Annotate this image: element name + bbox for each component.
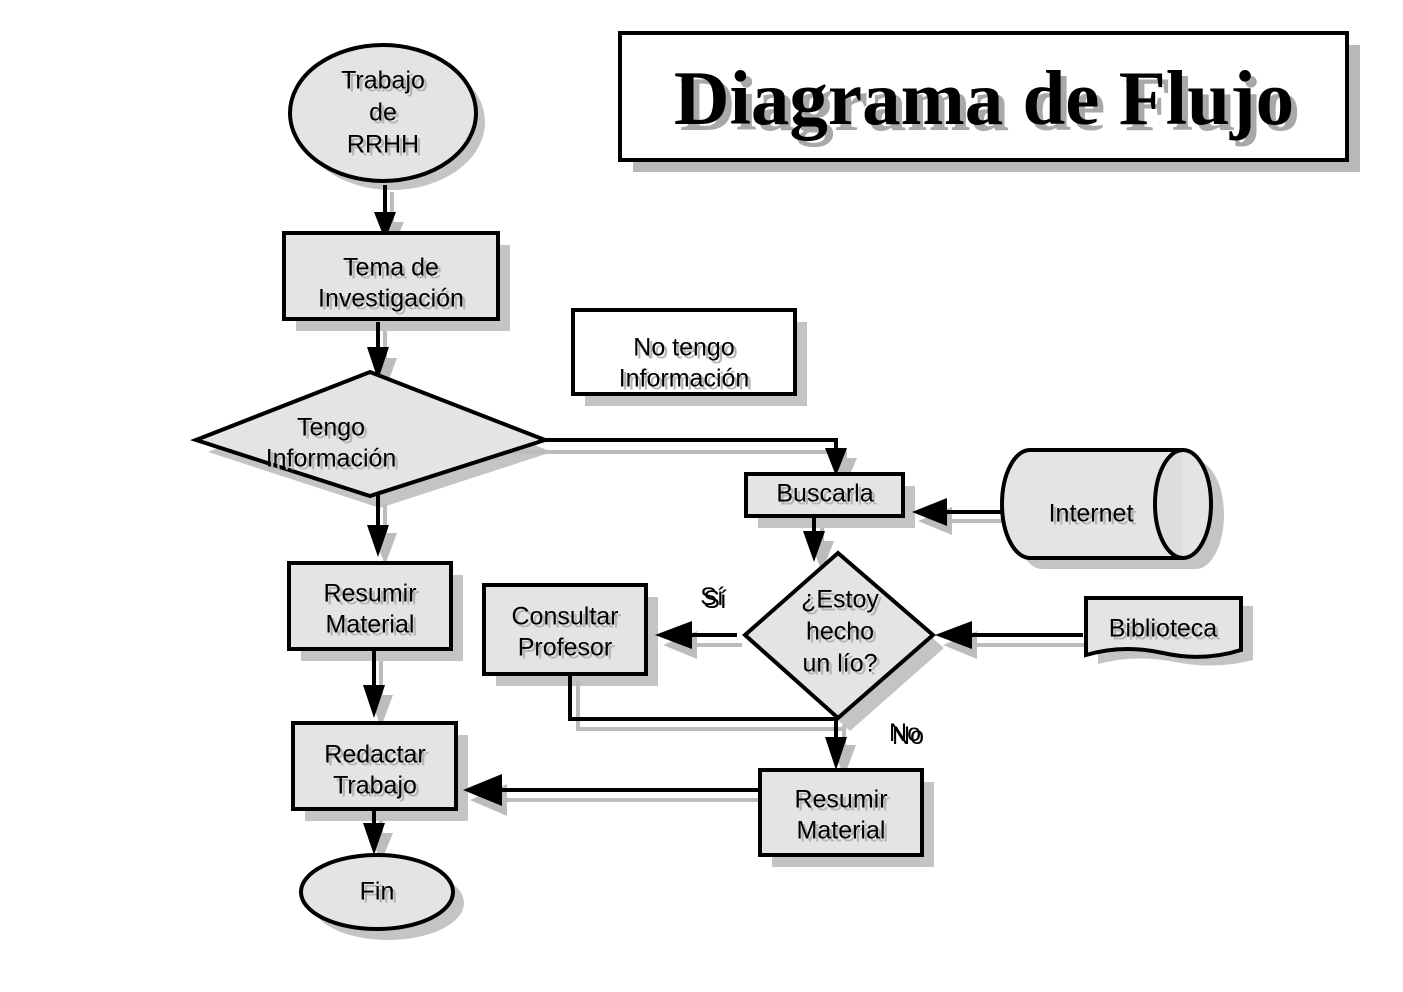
redactar-line-1-shadow: Redactar	[327, 744, 428, 772]
database-cap-internet	[1153, 448, 1184, 560]
no-tengo-line-2: Información	[619, 365, 750, 393]
internet-label-shadow: Internet	[1052, 503, 1137, 531]
tema-line-1: Tema de	[343, 254, 439, 282]
node-consultar-profesor[interactable]: Consultar Profesor Consultar Profesor	[482, 583, 648, 676]
node-tengo-informacion[interactable]: Tengo Información Tengo Información	[190, 369, 551, 499]
terminator-shape-inicio	[288, 43, 478, 183]
node-inicio[interactable]: Trabajo de RRHH Trabajo de RRHH	[288, 43, 478, 183]
arrowhead-resumirizq-redactar	[363, 685, 385, 718]
arrowhead-biblioteca-estoylio	[935, 621, 972, 649]
edge-label-si-shadow: Sí	[703, 586, 727, 614]
tengo-line-1: Tengo	[297, 414, 365, 442]
consultar-line-1: Consultar	[512, 603, 619, 631]
tengo-line-2: Información	[266, 445, 397, 473]
edge-label-layer: Sí Sí No No	[700, 583, 924, 750]
internet-label: Internet	[1049, 500, 1134, 528]
resumir-der-line-1: Resumir	[794, 786, 887, 814]
no-tengo-line-2-shadow: Información	[622, 368, 753, 396]
edge-label-no: No	[889, 719, 921, 747]
connector-layer	[363, 185, 1083, 855]
consultar-line-2-shadow: Profesor	[521, 637, 615, 665]
page-title: Diagrama de Flujo	[674, 55, 1294, 141]
edge-label-no-shadow: No	[892, 722, 924, 750]
node-internet[interactable]: Internet Internet	[1000, 448, 1213, 560]
consultar-line-2: Profesor	[518, 634, 612, 662]
resumir-izq-line-2: Material	[326, 611, 415, 639]
arrowhead-buscarla-estoylio	[803, 531, 825, 562]
redactar-line-2-shadow: Trabajo	[336, 775, 420, 803]
inicio-line-2-shadow: de	[372, 102, 400, 130]
consultar-line-1-shadow: Consultar	[515, 606, 622, 634]
arrowhead-internet-buscarla	[912, 498, 947, 526]
node-resumir-material-derecha[interactable]: Resumir Material Resumir Material	[758, 768, 924, 857]
arrowhead-estoylio-consultar	[655, 621, 692, 649]
arrowhead-estoylio-resumirder	[825, 737, 847, 770]
node-redactar-trabajo[interactable]: Redactar Trabajo Redactar Trabajo	[291, 721, 458, 811]
node-estoy-hecho-un-lio[interactable]: ¿Estoy hecho un lío? ¿Estoy hecho un lío…	[741, 550, 937, 721]
arrowhead-tema-tengo	[367, 347, 389, 380]
estoylio-line-3: un lío?	[802, 650, 877, 678]
arrowhead-redactar-fin	[363, 823, 385, 855]
node-buscarla[interactable]: Buscarla Buscarla	[744, 472, 905, 518]
node-biblioteca[interactable]: Biblioteca Biblioteca	[1084, 596, 1243, 659]
resumir-der-line-2: Material	[797, 817, 886, 845]
process-shape-resumir-der	[758, 768, 924, 857]
resumir-der-line-2-shadow: Material	[800, 820, 889, 848]
buscarla-label-shadow: Buscarla	[779, 483, 876, 511]
tema-line-2-shadow: Investigación	[321, 288, 467, 316]
terminator-shape-fin	[299, 853, 455, 931]
process-shape-buscarla	[744, 472, 905, 518]
document-shape-biblioteca	[1084, 596, 1243, 659]
fin-label: Fin	[360, 878, 395, 906]
node-fin[interactable]: Fin Fin	[299, 853, 455, 931]
note-shape-no-tengo	[571, 308, 797, 396]
estoylio-line-2: hecho	[806, 618, 874, 646]
fin-label-shadow: Fin	[363, 881, 398, 909]
inicio-line-1-shadow: Trabajo	[344, 70, 428, 98]
edge-label-si: Sí	[700, 583, 724, 611]
biblioteca-label-shadow: Biblioteca	[1112, 618, 1220, 646]
inicio-line-3: RRHH	[347, 131, 419, 159]
arrowhead-tengo-buscarla	[825, 448, 847, 476]
no-tengo-line-1-shadow: No tengo	[636, 337, 737, 365]
biblioteca-label: Biblioteca	[1109, 615, 1217, 643]
redactar-line-1: Redactar	[324, 741, 425, 769]
process-shape-redactar	[291, 721, 458, 811]
decision-shape-estoy-lio	[741, 550, 937, 721]
resumir-izq-line-1: Resumir	[323, 580, 416, 608]
tengo-line-2-shadow: Información	[269, 448, 400, 476]
estoylio-line-3-shadow: un lío?	[805, 653, 880, 681]
resumir-izq-line-1-shadow: Resumir	[326, 583, 419, 611]
inicio-line-2: de	[369, 99, 397, 127]
no-tengo-line-1: No tengo	[633, 334, 734, 362]
arrowhead-tengo-resumir	[367, 525, 389, 557]
buscarla-label: Buscarla	[776, 480, 873, 508]
estoylio-line-2-shadow: hecho	[809, 621, 877, 649]
estoylio-line-1: ¿Estoy	[801, 586, 879, 614]
resumir-izq-line-2-shadow: Material	[329, 614, 418, 642]
estoylio-line-1-shadow: ¿Estoy	[804, 589, 882, 617]
inicio-line-1: Trabajo	[341, 67, 425, 95]
process-shape-resumir-izq	[287, 561, 453, 651]
title-box: Diagrama de Flujo Diagrama de Flujo	[618, 31, 1349, 162]
resumir-der-line-1-shadow: Resumir	[797, 789, 890, 817]
node-resumir-material-izquierda[interactable]: Resumir Material Resumir Material	[287, 561, 453, 651]
arrowhead-resumirder-redactar	[463, 774, 502, 806]
process-shape-tema	[282, 231, 500, 321]
inicio-line-3-shadow: RRHH	[350, 134, 422, 162]
tengo-line-1-shadow: Tengo	[300, 417, 368, 445]
edge-consultar-estoylio	[568, 672, 836, 721]
redactar-line-2: Trabajo	[333, 772, 417, 800]
arrowhead-inicio-tema	[374, 212, 396, 240]
process-shape-consultar	[482, 583, 648, 676]
tema-line-1-shadow: Tema de	[346, 257, 442, 285]
tema-line-2: Investigación	[318, 285, 464, 313]
title-text-shadow: Diagrama de Flujo	[680, 61, 1300, 147]
node-tema-investigacion[interactable]: Tema de Investigación Tema de Investigac…	[282, 231, 500, 321]
decision-shape-tengo-info	[190, 369, 551, 499]
node-no-tengo-informacion[interactable]: No tengo Información No tengo Informació…	[571, 308, 797, 396]
